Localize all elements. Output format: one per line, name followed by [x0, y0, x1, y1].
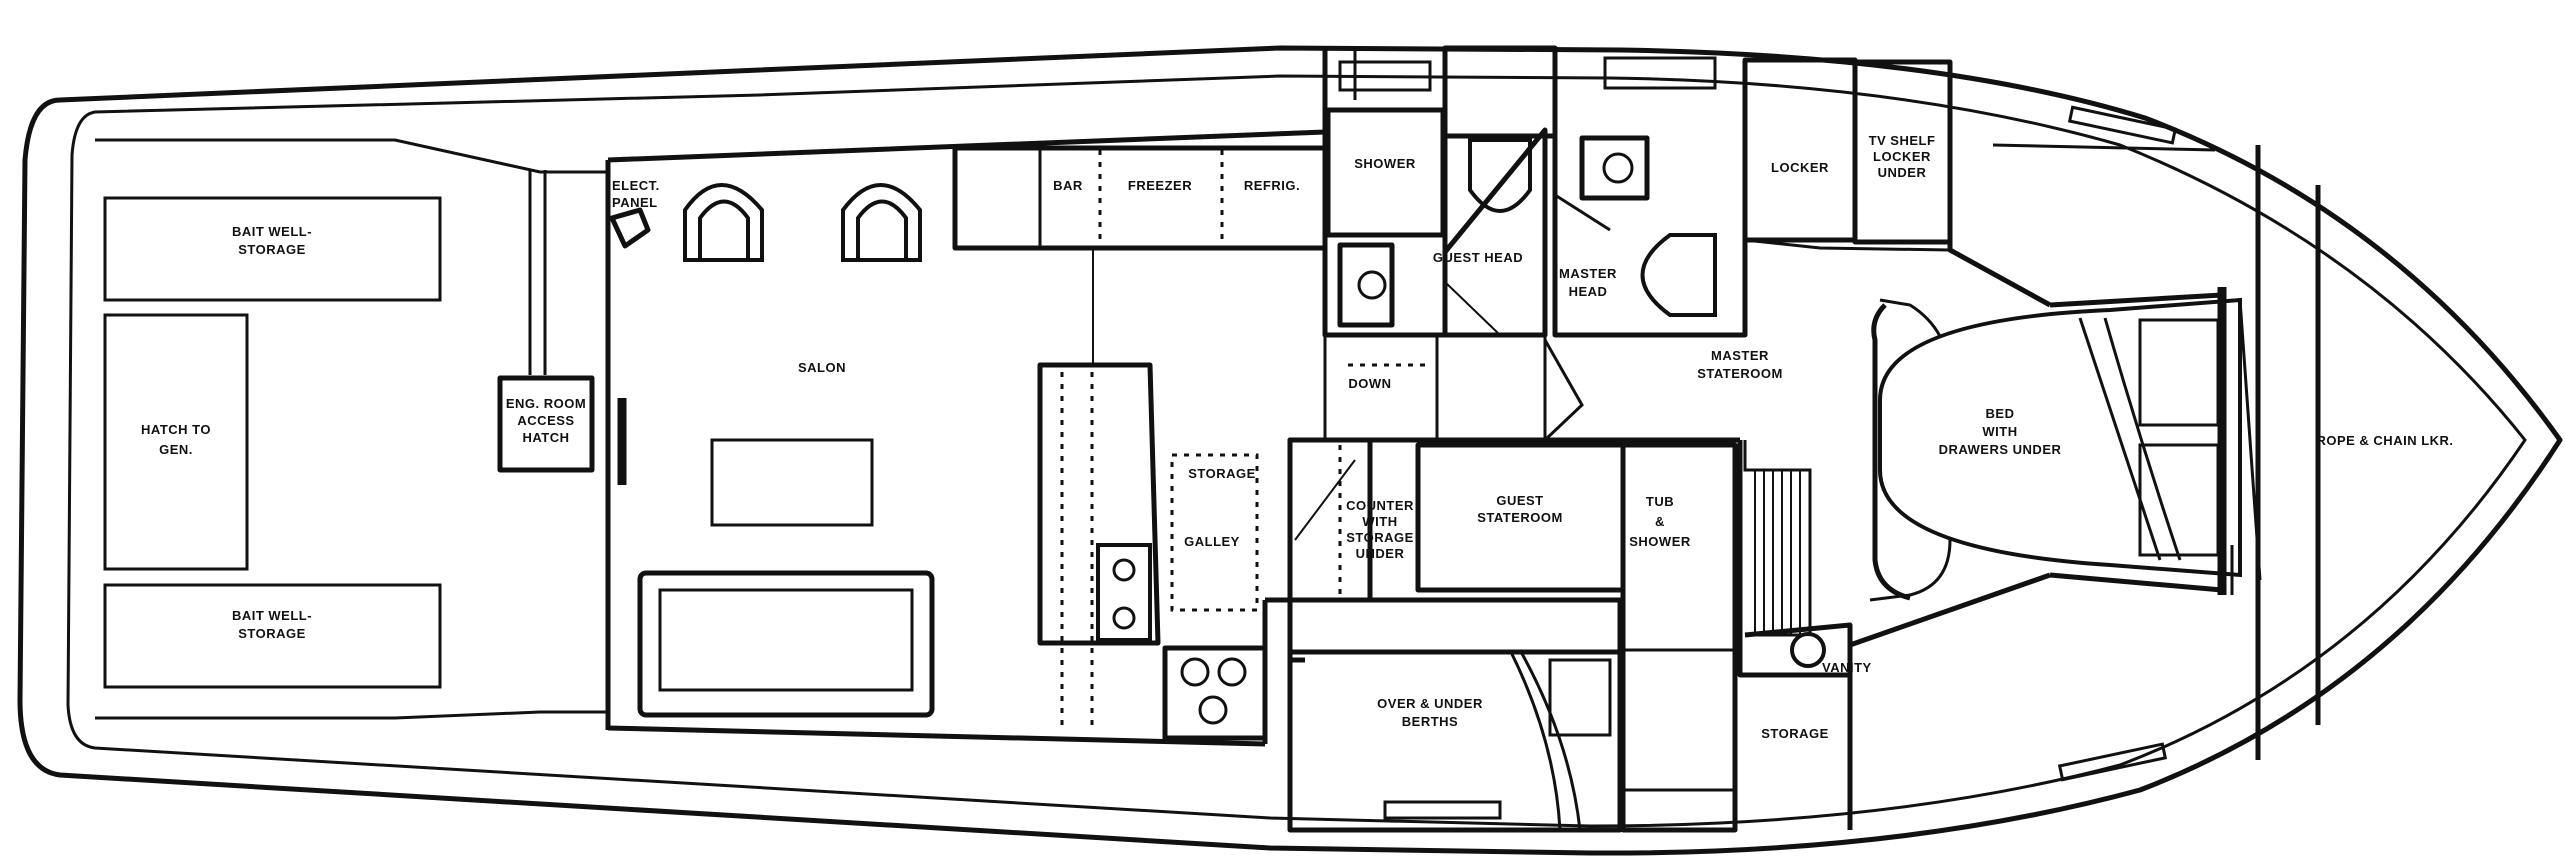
- label-bar: BAR: [1053, 178, 1083, 193]
- hatch-to-gen[interactable]: [103, 313, 249, 571]
- counter-storage[interactable]: [1287, 437, 1373, 603]
- label-down: DOWN: [1348, 376, 1391, 391]
- elect-panel[interactable]: [609, 207, 651, 249]
- shower[interactable]: [1325, 107, 1446, 238]
- berth-pillow: [1548, 658, 1612, 737]
- label-guest-head: GUEST HEAD: [1433, 250, 1523, 265]
- chair-2[interactable]: [841, 183, 922, 262]
- label-freezer: FREEZER: [1128, 178, 1192, 193]
- hull-outline: [17, 45, 2563, 856]
- vanity-cabinet[interactable]: [1744, 622, 1853, 675]
- bow: ROPE & CHAIN LKR.: [2316, 433, 2453, 448]
- label-salon: SALON: [798, 360, 846, 375]
- port-window-bottom: [2057, 742, 2168, 782]
- salon-table[interactable]: [710, 438, 874, 527]
- vanity-sink: [1790, 632, 1826, 668]
- berth-hatch: [1383, 800, 1502, 820]
- cabinet-top-1: [1338, 60, 1432, 92]
- label-bait-well-bottom: BAIT WELL-STORAGE: [232, 608, 312, 641]
- tub-shower[interactable]: [1620, 442, 1738, 833]
- label-elect-panel: ELECT.PANEL: [612, 178, 660, 210]
- label-storage-aft: STORAGE: [1761, 726, 1829, 741]
- storage-aft[interactable]: [1737, 440, 1853, 830]
- salon: ELECT.PANEL SALON: [605, 129, 1328, 747]
- master-sink-cabinet[interactable]: [1579, 135, 1650, 201]
- guest-sink-cabinet[interactable]: [1337, 242, 1395, 328]
- label-vanity: VANITY: [1822, 660, 1872, 675]
- upper-berth[interactable]: [1287, 597, 1623, 655]
- eng-room-hatch[interactable]: [497, 375, 595, 473]
- label-storage-galley: STORAGE: [1188, 466, 1256, 481]
- over-under-berths[interactable]: [1287, 649, 1623, 833]
- guest-sink: [1357, 270, 1387, 300]
- guest-head-cabinet: [1442, 45, 1558, 139]
- burner-2: [1217, 657, 1247, 687]
- bait-well-bottom[interactable]: [103, 583, 442, 689]
- galley-counter[interactable]: [1037, 362, 1161, 646]
- label-refrig: REFRIG.: [1244, 178, 1300, 193]
- label-rope-chain: ROPE & CHAIN LKR.: [2316, 433, 2453, 448]
- bait-well-top[interactable]: [103, 196, 442, 302]
- port-window-top: [2067, 105, 2178, 145]
- guest-toilet[interactable]: [1468, 138, 1532, 213]
- master-toilet[interactable]: [1640, 233, 1717, 317]
- master-sink: [1602, 152, 1634, 184]
- label-shower: SHOWER: [1354, 156, 1416, 171]
- burner-3: [1198, 695, 1228, 725]
- stove[interactable]: [1162, 645, 1268, 741]
- galley: BAR FREEZER REFRIG. STORAGE GALLEY: [952, 145, 1328, 744]
- sofa-cushions: [658, 588, 914, 692]
- label-bait-well-top: BAIT WELL-STORAGE: [232, 224, 312, 257]
- sofa[interactable]: [637, 570, 935, 718]
- cabinet-top-2: [1603, 56, 1717, 90]
- label-tub-shower: TUB&SHOWER: [1629, 494, 1691, 549]
- label-galley: GALLEY: [1184, 534, 1240, 549]
- chair-1[interactable]: [683, 183, 764, 262]
- bar-counter[interactable]: [952, 145, 1328, 251]
- stairs-down: DOWN: [1323, 335, 1439, 440]
- burner-1: [1180, 657, 1210, 687]
- master-bed[interactable]: [1878, 297, 2242, 578]
- label-locker: LOCKER: [1771, 160, 1829, 175]
